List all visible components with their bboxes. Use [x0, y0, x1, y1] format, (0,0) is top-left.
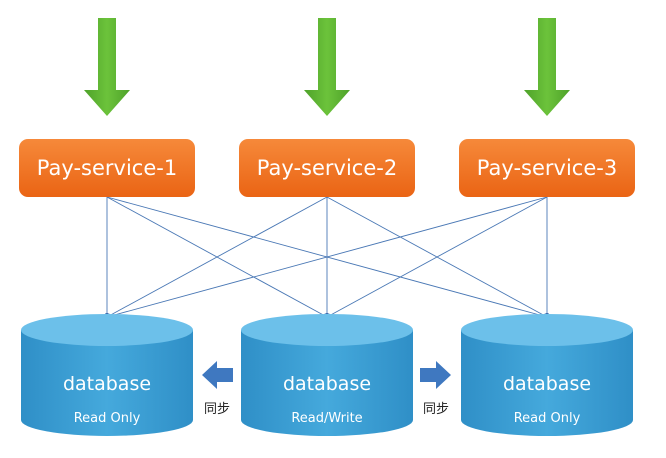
service-label-2: Pay-service-2 [257, 156, 397, 180]
service-label-3: Pay-service-3 [477, 156, 617, 180]
connection-lines [105, 196, 549, 318]
service-box-3: Pay-service-3 [459, 139, 635, 197]
database-cylinder-2: database Read/Write [241, 314, 413, 436]
database-label-1: database [63, 373, 151, 395]
service-box-2: Pay-service-2 [239, 139, 415, 197]
link-s2-d1 [106, 196, 328, 318]
database-label-3: database [503, 373, 591, 395]
service-label-1: Pay-service-1 [37, 156, 177, 180]
sync-arrow-left-icon [202, 361, 233, 389]
database-mode-2: Read/Write [291, 411, 362, 426]
link-s3-d2 [326, 196, 548, 318]
database-cylinder-3: database Read Only [461, 314, 633, 436]
database-cylinder-1: database Read Only [21, 314, 193, 436]
database-mode-3: Read Only [514, 411, 581, 426]
down-arrow-icon-3 [524, 18, 570, 116]
link-s3-d1 [106, 196, 548, 318]
down-arrow-icon-2 [304, 18, 350, 116]
database-mode-1: Read Only [74, 411, 141, 426]
database-label-2: database [283, 373, 371, 395]
down-arrow-icon-1 [84, 18, 130, 116]
service-box-1: Pay-service-1 [19, 139, 195, 197]
sync-arrow-right-icon [420, 361, 451, 389]
sync-label-left: 同步 [204, 402, 230, 417]
sync-label-right: 同步 [423, 402, 449, 417]
